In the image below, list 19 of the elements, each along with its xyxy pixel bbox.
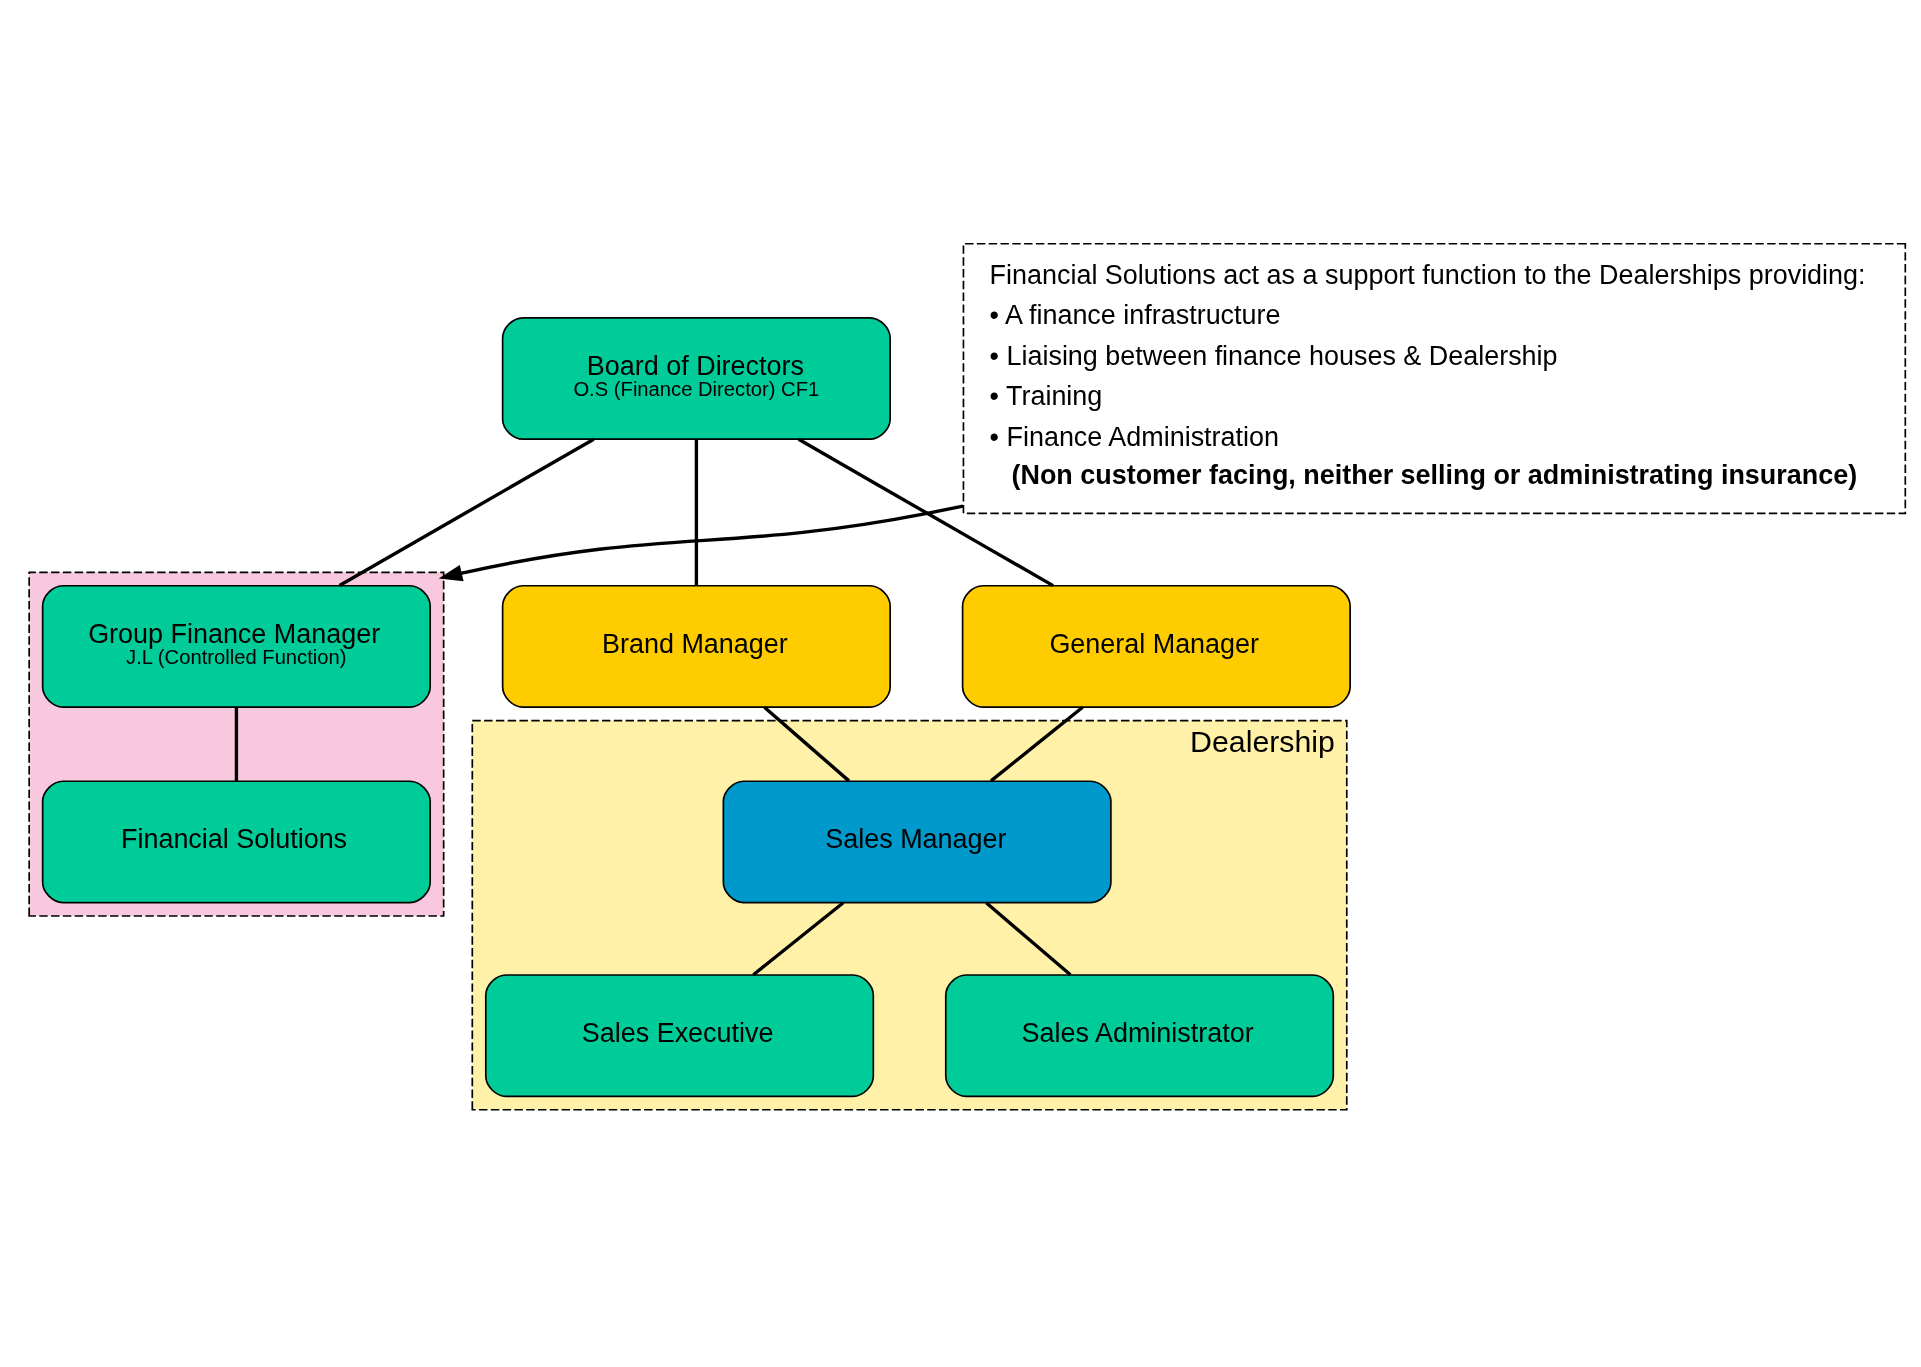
connector [763, 706, 851, 783]
node-box: General Manager [961, 584, 1351, 708]
node-box: Sales Administrator [944, 974, 1335, 1098]
connector [338, 437, 595, 587]
node-box: Group Finance Manager J.L (Controlled Function) [41, 584, 431, 708]
connector [989, 706, 1084, 783]
node-box: Sales Executive [484, 974, 875, 1098]
node-box: Sales Manager [722, 780, 1112, 904]
arrow [438, 504, 964, 582]
node-box: Board of Directors O.S (Finance Director) CF1 [501, 317, 891, 441]
node-box: Brand Manager [501, 584, 891, 708]
connector [985, 901, 1072, 977]
connector [694, 439, 699, 586]
connector [797, 437, 1054, 588]
connector [234, 707, 239, 781]
cluster [28, 571, 445, 917]
node-box: Financial Solutions [41, 780, 431, 904]
connector [752, 901, 845, 977]
node-box: Financial Solutions act as a support function to the Dealerships providing: • A finance infrastructure • Liaising between finance houses & Dealership • Training • Finance Administration (Non customer facing, neither selling or administrating insurance) [962, 242, 1907, 515]
